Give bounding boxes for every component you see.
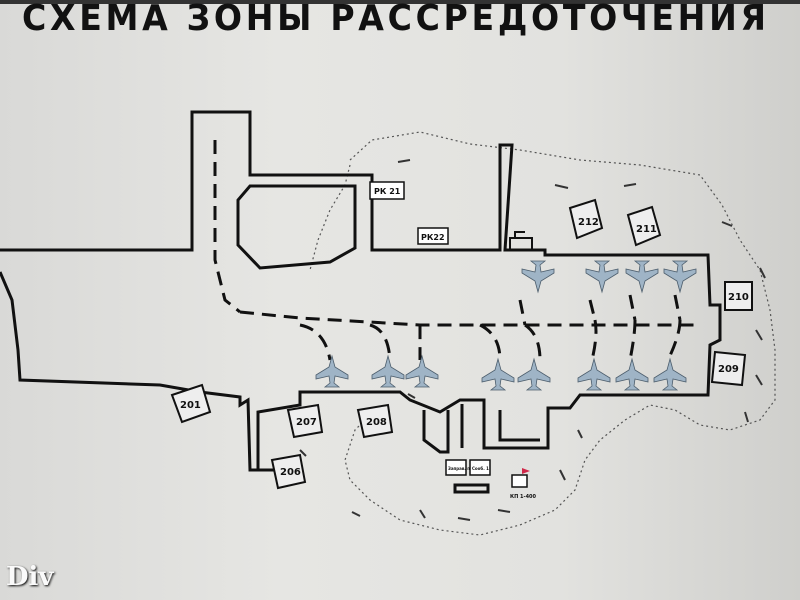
page-title: СХЕМА ЗОНЫ РАССРЕДОТОЧЕНИЯ (22, 0, 770, 39)
svg-text:212: 212 (578, 217, 599, 228)
aircraft-icon[interactable] (615, 357, 649, 391)
taxi-centerline-vertical (213, 140, 241, 314)
command-post[interactable]: КП 1-400 (510, 474, 537, 500)
perimeter-fence (344, 131, 776, 536)
aircraft-icon[interactable] (577, 357, 611, 391)
svg-text:Сооб. 1: Сооб. 1 (472, 466, 489, 471)
aircraft-icon[interactable] (371, 354, 405, 388)
svg-text:211: 211 (636, 224, 657, 235)
aircraft-group (315, 260, 697, 391)
aircraft-icon[interactable] (663, 260, 697, 294)
svg-text:210: 210 (728, 292, 749, 303)
fuel-point-box[interactable]: Заправ. пункт 2 (445, 459, 485, 476)
aircraft-icon[interactable] (481, 357, 515, 391)
shelter-209[interactable]: 209 (710, 350, 747, 387)
shelter-211[interactable]: 211 (626, 205, 662, 247)
shelter-206[interactable]: 206 (270, 453, 307, 490)
taxi-centerline-main (239, 310, 700, 327)
svg-text:РК 21: РК 21 (374, 187, 401, 196)
svg-text:201: 201 (180, 400, 201, 411)
shelter-207[interactable]: 207 (286, 403, 324, 439)
aircraft-icon[interactable] (517, 357, 551, 391)
shelter-201[interactable]: 201 (170, 383, 212, 424)
svg-text:РК22: РК22 (421, 233, 445, 242)
comm-box[interactable]: Сооб. 1 (469, 459, 491, 476)
aircraft-icon[interactable] (625, 260, 659, 294)
point-rk21[interactable]: РК 21 (369, 181, 405, 200)
board-top-edge (0, 0, 800, 4)
svg-text:208: 208 (366, 417, 387, 428)
svg-text:207: 207 (296, 417, 317, 428)
watermark: Div (6, 562, 54, 592)
terrain-marks (299, 159, 766, 521)
aircraft-icon[interactable] (405, 354, 439, 388)
point-rk22[interactable]: РК22 (417, 227, 449, 245)
aircraft-icon[interactable] (653, 357, 687, 391)
svg-text:206: 206 (280, 467, 301, 478)
taxiway-outline (0, 110, 722, 472)
inner-apron-outline (236, 184, 357, 270)
aircraft-icon[interactable] (521, 260, 555, 294)
svg-text:209: 209 (718, 364, 739, 375)
shelter-212[interactable]: 212 (568, 198, 604, 240)
flag-icon (522, 468, 530, 474)
shelter-208[interactable]: 208 (356, 403, 394, 439)
lower-bay-walls (422, 404, 540, 454)
taxi-centerline-branches (299, 294, 682, 361)
aircraft-icon[interactable] (585, 260, 619, 294)
aircraft-icon[interactable] (315, 354, 349, 388)
shelter-210[interactable]: 210 (724, 281, 753, 311)
svg-text:КП 1-400: КП 1-400 (510, 494, 537, 500)
svg-text:Заправ. пункт 2: Заправ. пункт 2 (448, 466, 485, 471)
gate-icon (509, 231, 533, 250)
bottom-bay (453, 483, 490, 494)
